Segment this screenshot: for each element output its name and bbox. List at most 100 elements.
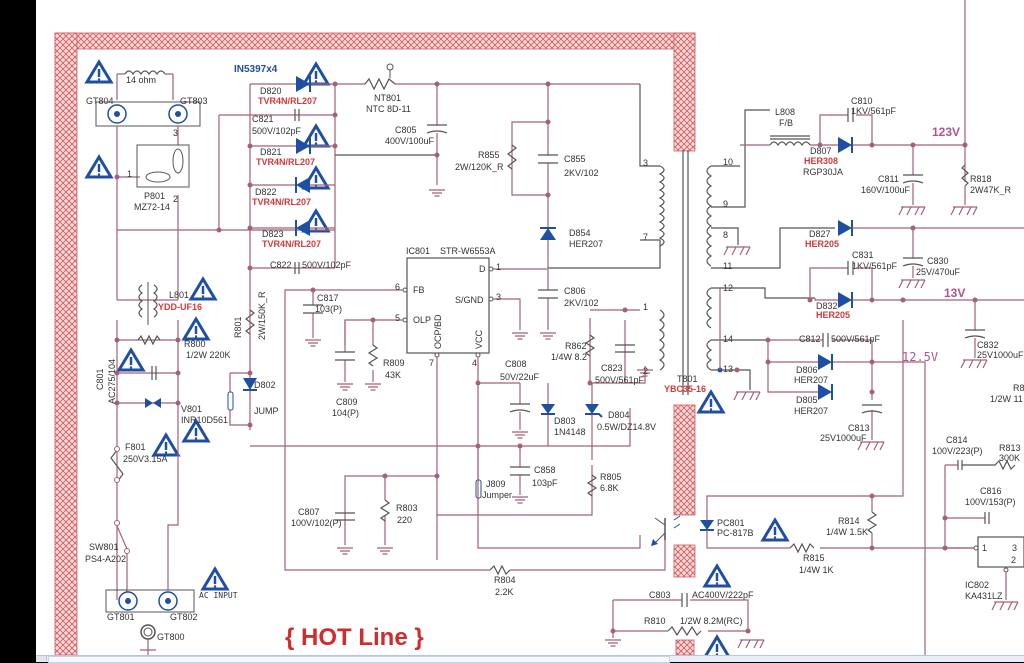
warning-icon bbox=[705, 637, 729, 655]
ic801-pin-sgnd: S/GND bbox=[455, 295, 484, 305]
label-r862: R862 bbox=[565, 341, 587, 351]
label-c810-value: 1KV/561pF bbox=[851, 106, 897, 116]
label-c813: C813 bbox=[848, 423, 870, 433]
label-gt804: GT804 bbox=[86, 96, 114, 106]
power-supply-schematic: 14 ohm GT804 GT803 1 3 2 P801 MZ72-14 IN… bbox=[36, 0, 1024, 655]
label-f801: F801 bbox=[125, 442, 146, 452]
t801-pin-12: 12 bbox=[723, 283, 733, 293]
label-c807: C807 bbox=[298, 507, 320, 517]
label-r814-value: 1/4W 1.5K bbox=[826, 527, 868, 537]
ic801-pin-num-fb: 6 bbox=[395, 282, 400, 292]
label-r805: R805 bbox=[600, 472, 622, 482]
t801-pin-2: 2 bbox=[643, 366, 648, 376]
label-r804-value: 2.2K bbox=[495, 587, 514, 597]
label-l808-value: F/B bbox=[779, 118, 793, 128]
label-c832-value: 25V1000uF bbox=[977, 350, 1024, 360]
label-c803: C803 bbox=[649, 590, 671, 600]
label-r804: R804 bbox=[494, 575, 516, 585]
label-r805-value: 6.8K bbox=[600, 483, 619, 493]
label-d807-alt: RGP30JA bbox=[803, 167, 843, 177]
label-c821-value: 500V/102pF bbox=[252, 126, 302, 136]
label-r855-value: 2W/120K_R bbox=[455, 162, 504, 172]
label-l808: L808 bbox=[775, 107, 795, 117]
label-r800: R800 bbox=[184, 339, 206, 349]
label-c823: C823 bbox=[601, 363, 623, 373]
label-ic801: IC801 bbox=[406, 246, 430, 256]
label-d803-value: 1N4148 bbox=[554, 427, 586, 437]
label-pc801: PC801 bbox=[717, 518, 745, 528]
label-c811: C811 bbox=[878, 174, 899, 184]
ic802-pin-2: 2 bbox=[1011, 555, 1016, 565]
schematic-canvas: 14 ohm GT804 GT803 1 3 2 P801 MZ72-14 IN… bbox=[36, 0, 1024, 655]
label-f801-value: 250V3.15A bbox=[123, 454, 168, 464]
warning-icon bbox=[154, 435, 178, 455]
label-d854: D854 bbox=[569, 228, 591, 238]
label-r813: R813 bbox=[999, 443, 1021, 453]
transformer-t801 bbox=[660, 110, 835, 400]
warning-icon bbox=[699, 392, 723, 412]
ic801-pin-num-ocpbd: 7 bbox=[429, 358, 434, 368]
label-d803: D803 bbox=[554, 416, 576, 426]
label-r803: R803 bbox=[396, 503, 418, 513]
warning-icon bbox=[203, 569, 227, 589]
label-c812-value: 500V/561pF bbox=[831, 334, 881, 344]
t801-pin-8: 8 bbox=[723, 230, 728, 240]
rail-13v: 13V bbox=[944, 286, 965, 300]
label-c812: C812 bbox=[799, 334, 821, 344]
ic801-pin-ocpbd: OCP/BD bbox=[433, 314, 443, 349]
label-sw801: SW801 bbox=[89, 542, 119, 552]
label-c822-value: 500V/102pF bbox=[302, 260, 352, 270]
t801-pin-7: 7 bbox=[643, 232, 648, 242]
label-gt803: GT803 bbox=[180, 96, 208, 106]
label-d806: D806 bbox=[796, 365, 818, 375]
label-d827: D827 bbox=[809, 229, 831, 239]
label-r801: R801 bbox=[233, 316, 243, 338]
ic801-pin-num-d: 1 bbox=[496, 262, 501, 272]
p801-pin2: 2 bbox=[173, 194, 178, 204]
t801-pin-3: 3 bbox=[643, 158, 648, 168]
ic801-pin-d: D bbox=[479, 264, 486, 274]
label-d802: D802 bbox=[254, 380, 276, 390]
label-d805-value: HER207 bbox=[794, 406, 828, 416]
label-d807: D807 bbox=[810, 146, 832, 156]
ic801-pin-vcc: VCC bbox=[474, 329, 484, 349]
label-t801-value: YBC35-16 bbox=[664, 384, 706, 394]
warning-icon bbox=[119, 350, 143, 370]
rail-123v: 123V bbox=[932, 125, 960, 139]
label-ic802: IC802 bbox=[965, 580, 989, 590]
label-c817: C817 bbox=[317, 293, 339, 303]
t801-pin-1: 1 bbox=[643, 302, 648, 312]
warning-icon bbox=[87, 157, 111, 177]
label-c830: C830 bbox=[927, 256, 949, 266]
label-c807-value: 100V/102(P) bbox=[291, 518, 342, 528]
ic801-pin-fb: FB bbox=[413, 285, 425, 295]
label-t801: T801 bbox=[677, 374, 698, 384]
scroll-thumb[interactable] bbox=[48, 656, 670, 663]
label-c831: C831 bbox=[852, 250, 874, 260]
label-c814-value: 100V/223(P) bbox=[932, 446, 983, 456]
label-c809: C809 bbox=[336, 397, 358, 407]
label-d804: D804 bbox=[608, 410, 630, 420]
warning-icon bbox=[87, 62, 111, 82]
ic801-pin-olp: OLP bbox=[413, 315, 431, 325]
warning-icon bbox=[184, 319, 208, 339]
label-ic801-value: STR-W6553A bbox=[440, 246, 496, 256]
label-d806-value: HER207 bbox=[794, 375, 828, 385]
t801-pin-14: 14 bbox=[723, 334, 733, 344]
label-c821: C821 bbox=[252, 114, 274, 124]
label-c803-value: AC400V/222pF bbox=[692, 590, 754, 600]
label-c805: C805 bbox=[395, 125, 417, 135]
warning-icon bbox=[705, 566, 729, 586]
rail-12v5: 12.5V bbox=[902, 350, 938, 364]
label-c855: C855 bbox=[564, 154, 586, 164]
label-d821-value: TVR4N/RL207 bbox=[256, 157, 315, 167]
label-v801: V801 bbox=[181, 404, 202, 414]
label-c810: C810 bbox=[851, 96, 873, 106]
label-c855-value: 2KV/102 bbox=[564, 168, 599, 178]
label-mz72: MZ72-14 bbox=[134, 202, 170, 212]
scroll-left-arrow[interactable] bbox=[36, 656, 47, 661]
label-ic802-value: KA431LZ bbox=[965, 591, 1003, 601]
label-r81x: R81 bbox=[1013, 383, 1024, 393]
label-d823-value: TVR4N/RL207 bbox=[262, 239, 321, 249]
warning-icon bbox=[304, 126, 328, 146]
